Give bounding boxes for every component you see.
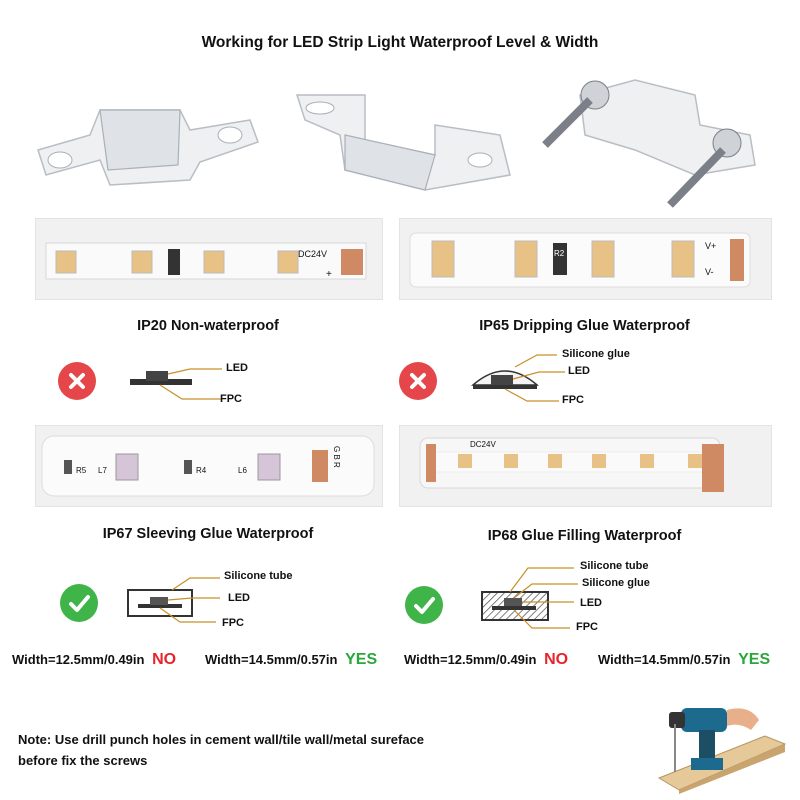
ip65-fpc-label: FPC bbox=[562, 394, 584, 406]
ip67-ref-l6-print: L6 bbox=[238, 466, 247, 475]
ip20-led-label: LED bbox=[226, 362, 248, 374]
ip20-voltage-print: DC24V bbox=[298, 249, 328, 259]
ip67-pads-print: G B R bbox=[332, 446, 341, 468]
width-verdict-no: NO bbox=[544, 651, 569, 668]
width-value: Width=12.5mm/0.49in bbox=[404, 652, 537, 667]
width-verdict-yes: YES bbox=[738, 651, 771, 668]
ip68-cross-section-diagram bbox=[481, 567, 578, 629]
ip68-strip-photo: DC24V bbox=[399, 425, 772, 507]
ip68-silicone-glue-label: Silicone glue bbox=[582, 577, 650, 589]
width-option-ip67-wide: Width=14.5mm/0.57in YES bbox=[205, 651, 377, 669]
width-option-ip68-wide: Width=14.5mm/0.57in YES bbox=[598, 651, 770, 669]
ip65-polarity-minus-print: V- bbox=[705, 267, 714, 277]
ip67-ref-l7-print: L7 bbox=[98, 466, 107, 475]
recommended-icon bbox=[405, 586, 443, 624]
mounting-clip-side-image bbox=[295, 94, 511, 191]
ip65-polarity-plus-print: V+ bbox=[705, 241, 717, 251]
ip68-silicone-tube-label: Silicone tube bbox=[580, 560, 649, 572]
ip67-strip-photo: R5 L7 R4 L6 G B R bbox=[35, 425, 383, 507]
ip20-title: IP20 Non-waterproof bbox=[137, 318, 279, 334]
note-line-2: before fix the screws bbox=[18, 753, 148, 768]
ip20-cross-section-diagram bbox=[130, 368, 222, 400]
ip65-led-label: LED bbox=[568, 365, 590, 377]
width-value: Width=12.5mm/0.49in bbox=[12, 652, 145, 667]
ip67-cross-section-diagram bbox=[127, 577, 220, 623]
ip65-title: IP65 Dripping Glue Waterproof bbox=[479, 318, 690, 334]
width-value: Width=14.5mm/0.57in bbox=[205, 652, 338, 667]
ip65-silicone-glue-label: Silicone glue bbox=[562, 348, 630, 360]
clip-with-screws-image bbox=[542, 79, 756, 208]
width-verdict-no: NO bbox=[152, 651, 177, 668]
mounting-clip-image bbox=[37, 109, 259, 186]
ip67-ref-r4-print: R4 bbox=[196, 466, 207, 475]
ip65-strip-photo: R2 V+ V- bbox=[399, 218, 772, 300]
ip67-title: IP67 Sleeving Glue Waterproof bbox=[102, 526, 314, 542]
ip20-polarity-print: + bbox=[326, 269, 332, 280]
installation-note: Note: Use drill punch holes in cement wa… bbox=[18, 729, 424, 771]
ip20-fpc-label: FPC bbox=[220, 393, 242, 405]
ip68-fpc-label: FPC bbox=[576, 621, 598, 633]
width-value: Width=14.5mm/0.57in bbox=[598, 652, 731, 667]
width-option-ip68-narrow: Width=12.5mm/0.49in NO bbox=[404, 651, 568, 669]
not-recommended-icon bbox=[58, 362, 96, 400]
recommended-icon bbox=[60, 584, 98, 622]
ip67-silicone-tube-label: Silicone tube bbox=[224, 570, 293, 582]
note-line-1: Note: Use drill punch holes in cement wa… bbox=[18, 732, 425, 747]
ip20-strip-photo: DC24V + bbox=[35, 218, 383, 300]
ip65-resistor-print: R2 bbox=[554, 249, 565, 258]
width-option-ip67-narrow: Width=12.5mm/0.49in NO bbox=[12, 651, 176, 669]
ip67-fpc-label: FPC bbox=[222, 617, 244, 629]
width-verdict-yes: YES bbox=[345, 651, 378, 668]
ip65-cross-section-diagram bbox=[471, 354, 565, 402]
page-title: Working for LED Strip Light Waterproof L… bbox=[201, 34, 599, 51]
not-recommended-icon bbox=[399, 362, 437, 400]
ip68-led-label: LED bbox=[580, 597, 602, 609]
ip68-title: IP68 Glue Filling Waterproof bbox=[487, 528, 682, 544]
ip67-led-label: LED bbox=[228, 592, 250, 604]
drill-image bbox=[657, 708, 787, 794]
ip68-voltage-print: DC24V bbox=[470, 440, 496, 449]
ip67-ref-r5-print: R5 bbox=[76, 466, 87, 475]
